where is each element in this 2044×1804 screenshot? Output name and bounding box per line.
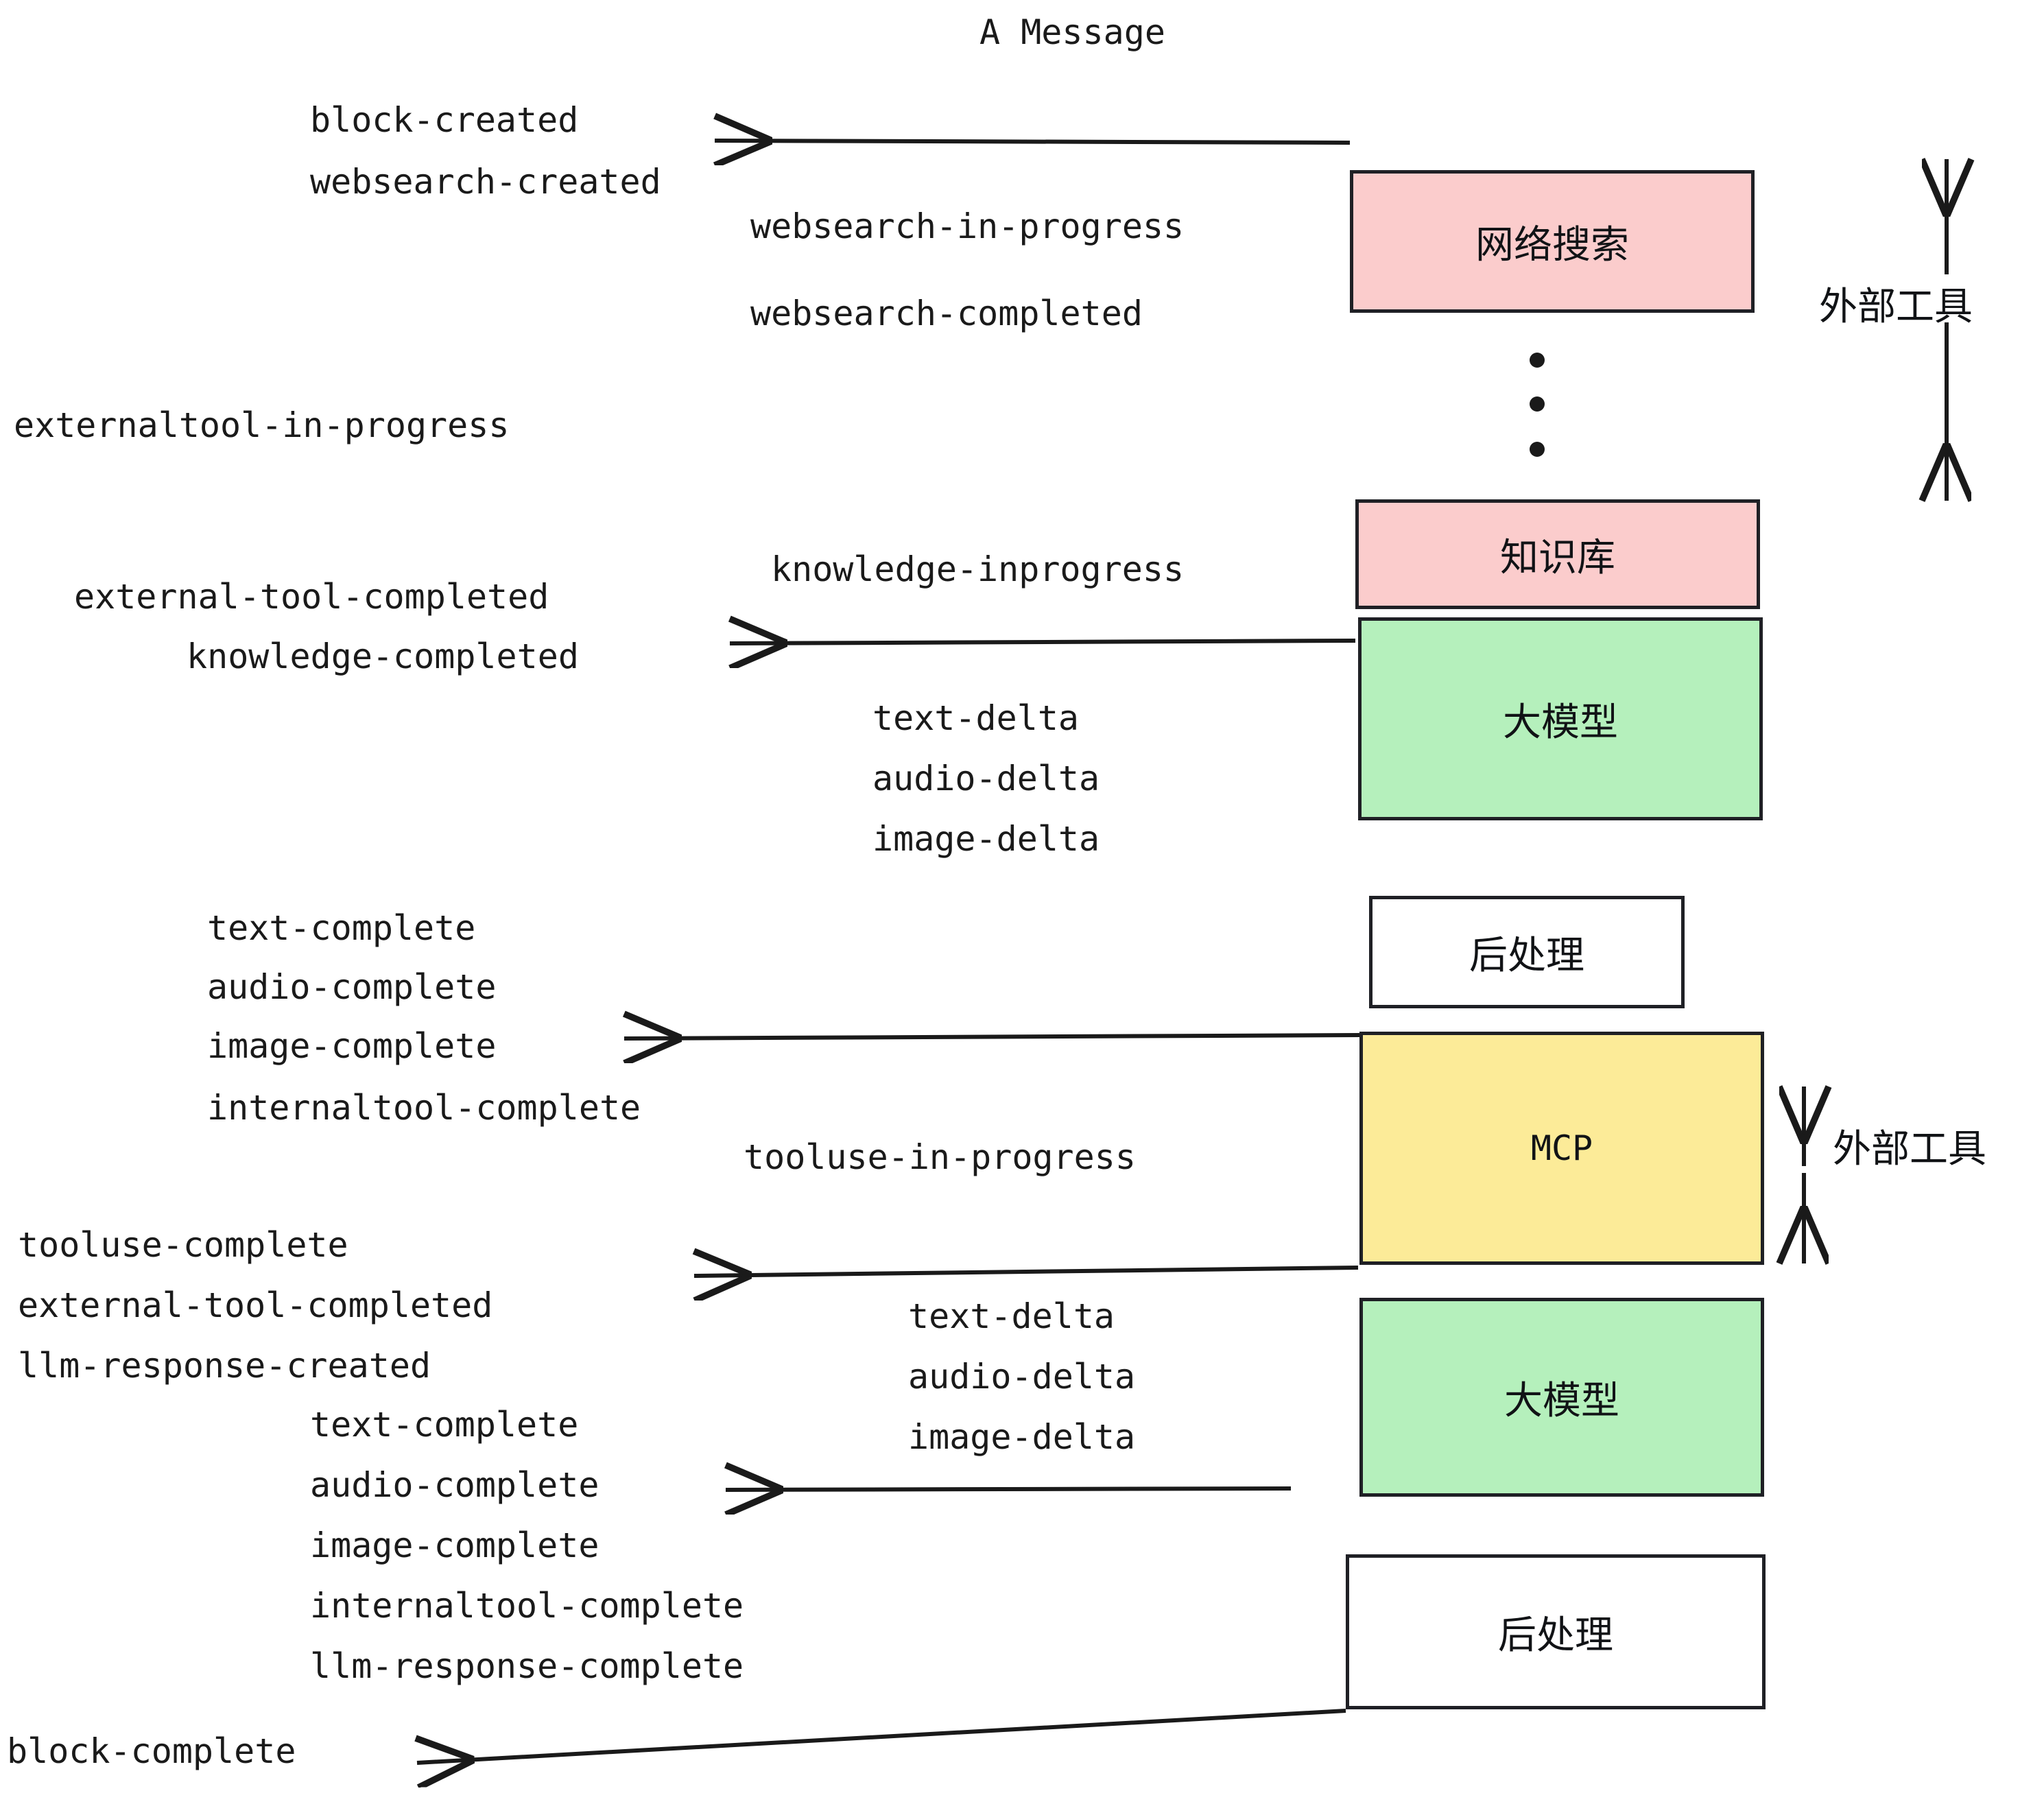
node-websearch-label: 网络搜索 [1475, 222, 1629, 268]
event-label-tooluse-in-progress: tooluse-in-progress [744, 1137, 1136, 1177]
node-mcp-label: MCP [1530, 1128, 1593, 1168]
node-llm-bottom-label: 大模型 [1504, 1378, 1619, 1423]
page-title: A Message [979, 12, 1165, 52]
node-mcp[interactable]: MCP [1359, 1032, 1764, 1265]
event-label-internaltool-complete-2: internaltool-complete [310, 1586, 744, 1626]
ellipsis-dot-1 [1530, 353, 1545, 368]
arrow-postprocess-top-to-events [624, 1035, 1360, 1039]
node-postprocess-top-label: 后处理 [1469, 933, 1584, 978]
node-knowledge-label: 知识库 [1500, 535, 1615, 580]
node-postprocess-bottom[interactable]: 后处理 [1346, 1554, 1766, 1709]
event-label-externaltool-in-progress: externaltool-in-progress [14, 405, 510, 445]
node-websearch[interactable]: 网络搜索 [1350, 170, 1755, 313]
node-postprocess-bottom-label: 后处理 [1498, 1613, 1613, 1658]
side-label-external-tools-bottom: 外部工具 [1833, 1127, 1986, 1172]
event-label-external-tool-completed-2: external-tool-completed [18, 1285, 493, 1325]
node-knowledge[interactable]: 知识库 [1355, 499, 1760, 609]
ellipsis-dot-2 [1530, 396, 1545, 412]
arrow-llm-bottom-to-events [726, 1488, 1292, 1490]
event-label-llm-response-complete: llm-response-complete [310, 1646, 744, 1686]
node-postprocess-top[interactable]: 后处理 [1369, 896, 1685, 1008]
event-label-websearch-completed: websearch-completed [750, 294, 1143, 333]
event-label-audio-complete-2: audio-complete [310, 1465, 599, 1505]
arrow-postprocess-bottom-to-events [417, 1709, 1346, 1763]
event-label-external-tool-completed-1: external-tool-completed [74, 577, 549, 617]
event-label-text-delta-1: text-delta [872, 698, 1080, 738]
node-llm-bottom[interactable]: 大模型 [1359, 1298, 1764, 1497]
event-label-knowledge-inprogress: knowledge-inprogress [771, 549, 1185, 589]
event-label-tooluse-complete: tooluse-complete [18, 1225, 348, 1265]
event-label-text-complete-2: text-complete [310, 1405, 579, 1445]
event-label-image-delta-1: image-delta [872, 819, 1100, 859]
event-label-image-complete-1: image-complete [207, 1026, 497, 1066]
node-llm-top[interactable]: 大模型 [1358, 617, 1763, 820]
event-label-text-delta-2: text-delta [908, 1296, 1115, 1336]
arrow-websearch-to-events [715, 141, 1351, 143]
side-label-external-tools-top: 外部工具 [1819, 285, 1973, 329]
event-label-block-complete: block-complete [7, 1731, 296, 1771]
event-label-websearch-in-progress: websearch-in-progress [750, 206, 1185, 246]
arrow-knowledge-to-events [730, 641, 1356, 643]
event-label-internaltool-complete-1: internaltool-complete [207, 1088, 641, 1128]
event-label-audio-complete-1: audio-complete [207, 967, 497, 1007]
node-llm-top-label: 大模型 [1503, 700, 1618, 745]
event-label-image-complete-2: image-complete [310, 1526, 599, 1565]
event-label-llm-response-created: llm-response-created [18, 1346, 431, 1386]
event-label-image-delta-2: image-delta [908, 1417, 1136, 1457]
event-label-block-created: block-created [310, 100, 579, 140]
event-label-audio-delta-1: audio-delta [872, 759, 1100, 798]
event-label-knowledge-completed: knowledge-completed [187, 637, 579, 676]
ellipsis-dot-3 [1530, 442, 1545, 457]
event-label-text-complete-1: text-complete [207, 908, 476, 948]
arrow-mcp-to-events [694, 1268, 1359, 1276]
event-label-websearch-created: websearch-created [310, 162, 661, 202]
event-label-audio-delta-2: audio-delta [908, 1357, 1136, 1397]
